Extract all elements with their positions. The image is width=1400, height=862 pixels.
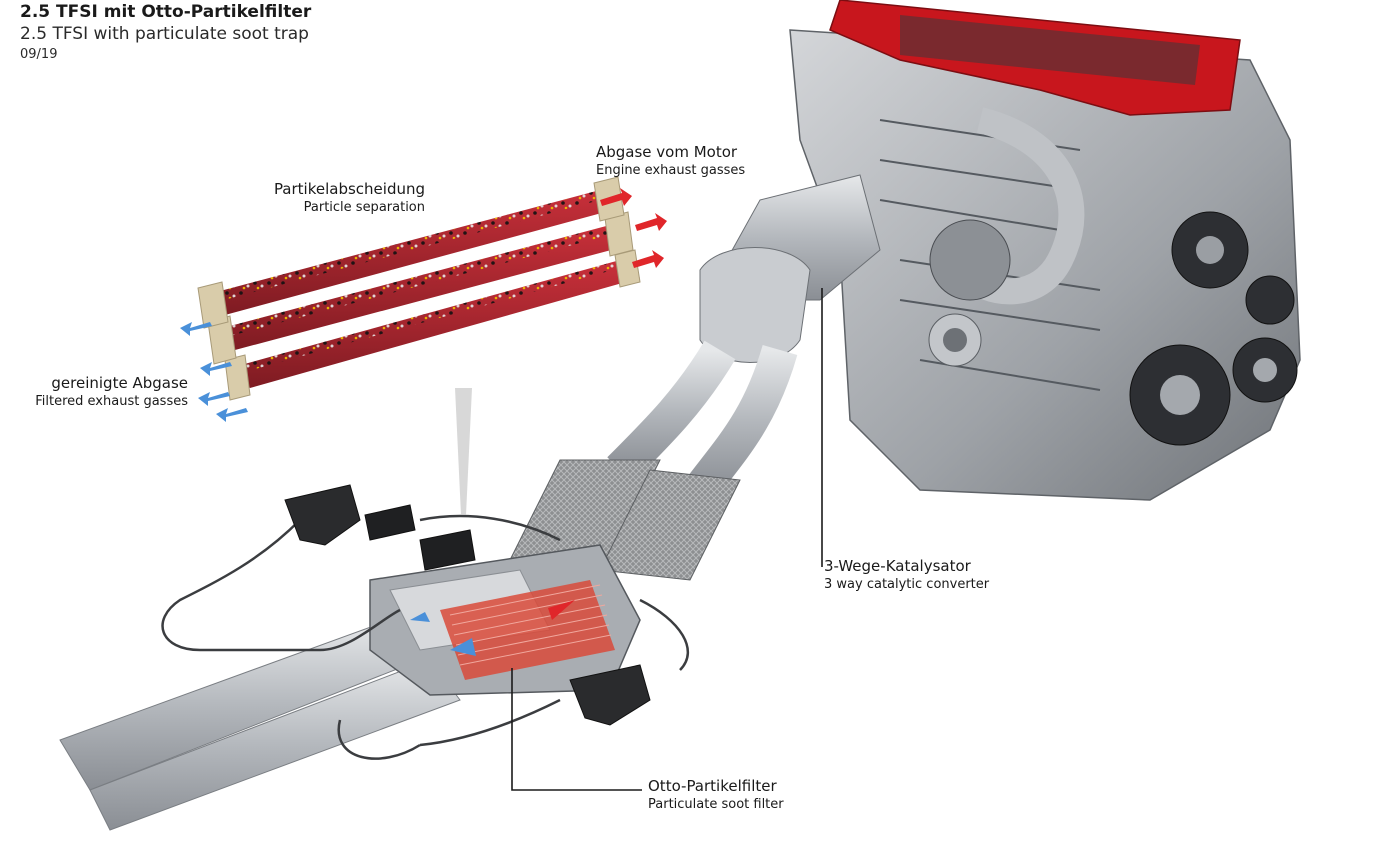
catalytic-converter bbox=[699, 174, 881, 363]
label-soot-filter: Otto-Partikelfilter Particulate soot fil… bbox=[648, 777, 784, 812]
flex-pipe-right bbox=[599, 469, 741, 581]
label-catalytic-converter: 3-Wege-Katalysator 3 way catalytic conve… bbox=[824, 557, 990, 592]
page-subtitle: 2.5 TFSI with particulate soot trap bbox=[20, 24, 309, 44]
inset-pointer-beam bbox=[455, 388, 472, 515]
hot-gas-arrow-icon bbox=[548, 600, 575, 620]
filter-channel-middle bbox=[207, 211, 634, 365]
leader-soot-filter bbox=[511, 668, 642, 791]
particle-separation-inset bbox=[180, 176, 667, 515]
inlet-arrows bbox=[600, 188, 667, 268]
outlet-arrows bbox=[180, 322, 248, 422]
page-date: 09/19 bbox=[20, 47, 58, 62]
turbocharger bbox=[929, 219, 1011, 301]
particulate-filter bbox=[369, 544, 641, 696]
filter-channel-bottom bbox=[224, 249, 641, 401]
header: 2.5 TFSI mit Otto-Partikelfilter 2.5 TFS… bbox=[20, 2, 311, 65]
engine bbox=[789, 0, 1301, 501]
label-exhaust-in: Abgase vom Motor Engine exhaust gasses bbox=[596, 143, 746, 178]
label-filtered-gas: gereinigte Abgase Filtered exhaust gasse… bbox=[35, 374, 188, 409]
clean-gas-arrow-icon bbox=[450, 638, 476, 656]
filter-channel-top bbox=[197, 176, 625, 329]
page-title: 2.5 TFSI mit Otto-Partikelfilter bbox=[20, 2, 312, 22]
sensor-modules bbox=[284, 484, 651, 726]
exhaust-pipes bbox=[59, 340, 798, 831]
label-particle-separation: Partikelabscheidung Particle separation bbox=[273, 180, 425, 215]
sensor-wiring bbox=[161, 514, 690, 760]
leader-lines bbox=[511, 288, 823, 791]
